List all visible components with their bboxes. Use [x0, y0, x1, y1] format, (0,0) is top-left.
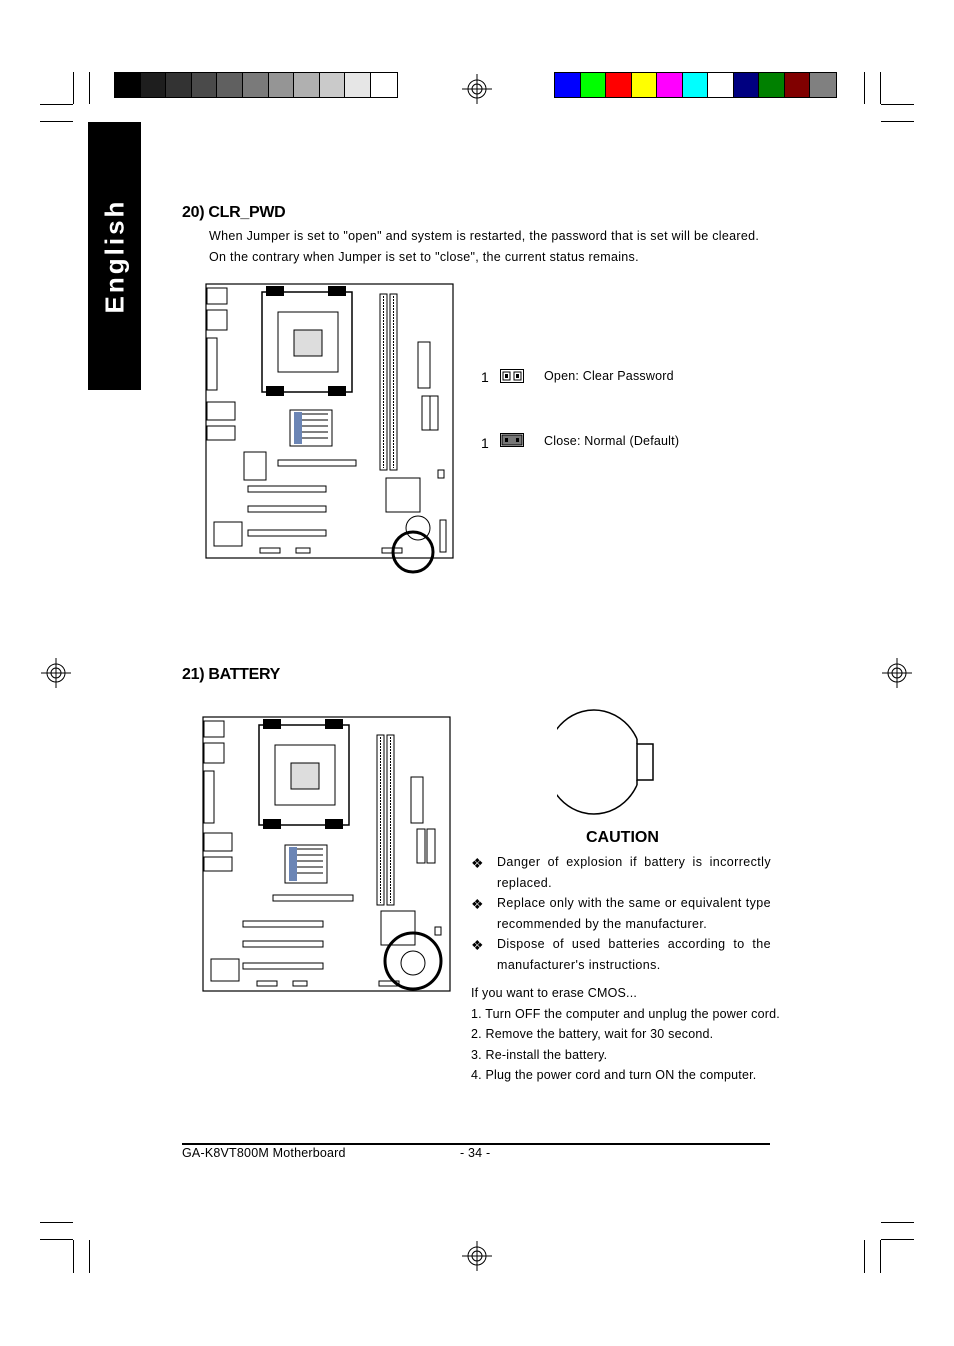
- jumper-close-icon: [500, 433, 524, 447]
- jumper-open-pin-label: 1: [481, 369, 489, 385]
- color-swatch: [217, 73, 243, 97]
- diamond-bullet-icon: ❖: [471, 896, 484, 912]
- color-swatch: [115, 73, 141, 97]
- diamond-bullet-icon: ❖: [471, 937, 484, 953]
- color-swatch: [191, 73, 218, 97]
- caution-list: ❖Danger of explosion if battery is incor…: [471, 852, 771, 975]
- color-swatch: [294, 73, 320, 97]
- clr-pwd-description-line-2: On the contrary when Jumper is set to "c…: [209, 250, 639, 264]
- color-swatch: [268, 73, 295, 97]
- jumper-open-icon: [500, 369, 524, 383]
- section-heading-clr-pwd: 20) CLR_PWD: [182, 204, 286, 221]
- registration-mark-bottom: [462, 1241, 492, 1271]
- color-swatch: [370, 73, 397, 97]
- cmos-step: 1. Turn OFF the computer and unplug the …: [471, 1006, 780, 1021]
- motherboard-diagram-battery: [202, 716, 451, 992]
- caution-title: CAUTION: [586, 829, 659, 846]
- registration-mark-top: [462, 74, 492, 104]
- caution-item: ❖Replace only with the same or equivalen…: [471, 896, 771, 931]
- jumper-open-label: Open: Clear Password: [544, 369, 674, 383]
- color-swatch: [166, 73, 192, 97]
- color-swatch: [555, 73, 581, 97]
- color-swatch: [682, 73, 709, 97]
- language-tab: English: [88, 122, 141, 390]
- color-swatch: [810, 73, 837, 97]
- jumper-close-pin-label: 1: [481, 435, 489, 451]
- color-swatch: [708, 73, 734, 97]
- cmos-step: 3. Re-install the battery.: [471, 1047, 608, 1062]
- footer-page-number: - 34 -: [460, 1146, 491, 1160]
- grayscale-bar: [114, 72, 398, 98]
- color-swatch: [631, 73, 658, 97]
- footer-divider: [182, 1143, 770, 1145]
- battery-holder-icon: [557, 709, 654, 815]
- jumper-close-label: Close: Normal (Default): [544, 434, 680, 448]
- clr-pwd-description-line-1: When Jumper is set to "open" and system …: [209, 229, 760, 243]
- motherboard-diagram-clr-pwd: [205, 283, 454, 574]
- cmos-step: 2. Remove the battery, wait for 30 secon…: [471, 1027, 714, 1041]
- footer-model: GA-K8VT800M Motherboard: [182, 1146, 346, 1160]
- color-swatch: [784, 73, 811, 97]
- language-tab-label: English: [99, 198, 129, 314]
- cmos-erase-intro: If you want to erase CMOS...: [471, 986, 638, 1000]
- caution-item: ❖Dispose of used batteries according to …: [471, 937, 771, 972]
- color-calibration-bar: [554, 72, 837, 98]
- color-swatch: [140, 73, 167, 97]
- color-swatch: [759, 73, 785, 97]
- color-swatch: [733, 73, 760, 97]
- section-heading-battery: 21) BATTERY: [182, 666, 281, 683]
- cmos-step: 4. Plug the power cord and turn ON the c…: [471, 1068, 757, 1082]
- color-swatch: [345, 73, 371, 97]
- diamond-bullet-icon: ❖: [471, 855, 484, 871]
- color-swatch: [580, 73, 607, 97]
- color-swatch: [657, 73, 683, 97]
- cmos-erase-steps: If you want to erase CMOS... 1. Turn OFF…: [471, 983, 780, 1086]
- registration-mark-right: [882, 658, 912, 688]
- color-swatch: [242, 73, 269, 97]
- caution-item: ❖Danger of explosion if battery is incor…: [471, 855, 771, 890]
- color-swatch: [319, 73, 346, 97]
- registration-mark-left: [41, 658, 71, 688]
- color-swatch: [606, 73, 632, 97]
